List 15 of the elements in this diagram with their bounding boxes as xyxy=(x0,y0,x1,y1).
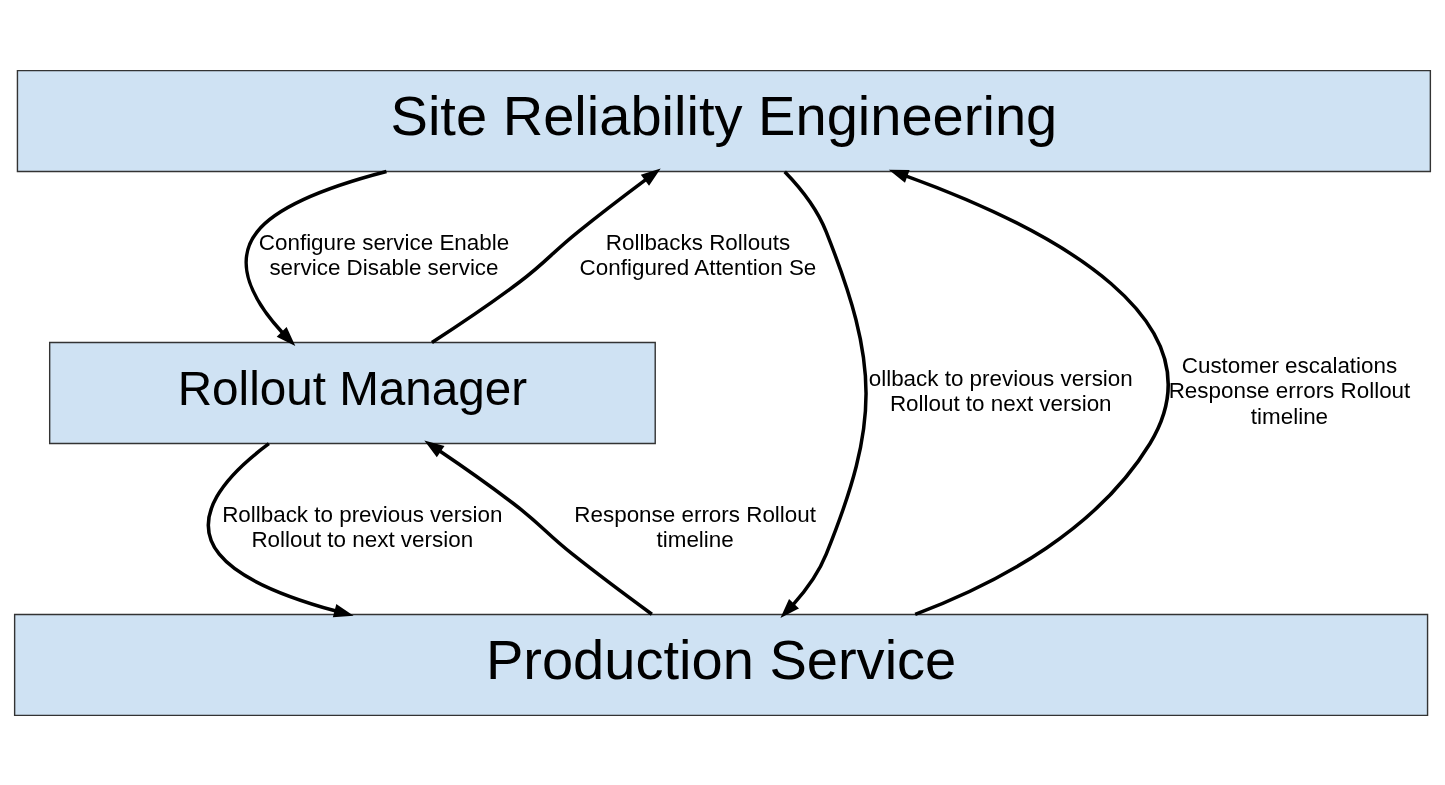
edge-label: Response errors Rollout timeline xyxy=(574,501,816,552)
arrow xyxy=(888,169,1170,616)
node-box: Site Reliability Engineering xyxy=(16,69,1432,172)
edge-label: Customer escalations Response errors Rollout timeline xyxy=(1168,352,1411,429)
arrow xyxy=(424,440,653,616)
edge-label: Configure service Enable service Disable service xyxy=(258,229,510,280)
node-box: Rollout Manager xyxy=(49,341,656,444)
arrow xyxy=(244,169,387,346)
edge-label: ollback to previous version Rollout to next version xyxy=(868,365,1133,416)
arrow xyxy=(780,169,868,618)
node-box: Production Service xyxy=(13,613,1429,716)
arrow xyxy=(206,441,354,617)
arrow xyxy=(431,167,661,344)
edge-label: Rollbacks Rollouts Configured Attention Se xyxy=(579,229,817,280)
edge-label: Rollback to previous version Rollout to next version xyxy=(222,501,503,552)
